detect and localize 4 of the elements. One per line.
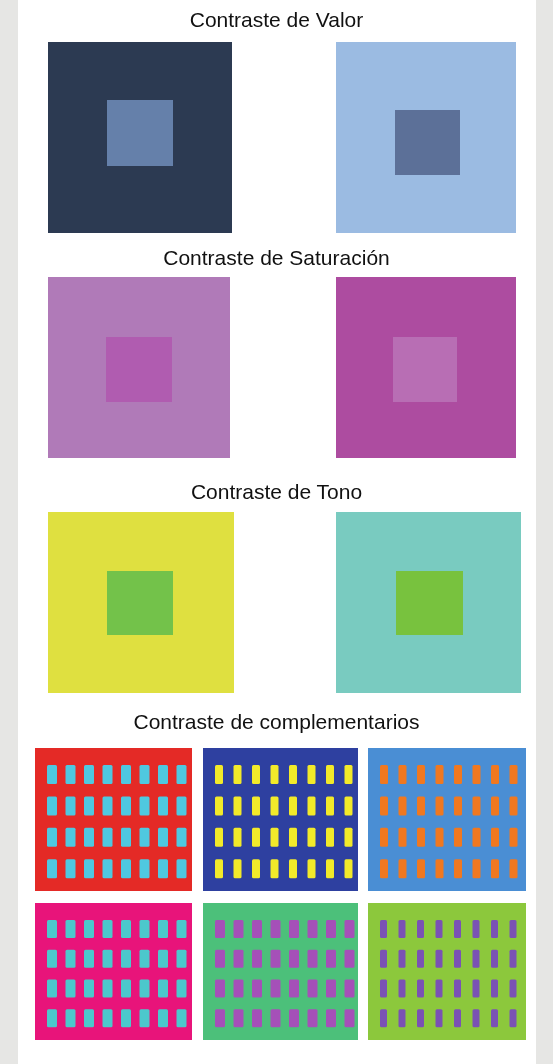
heading-text: Contraste de complementarios xyxy=(133,710,420,734)
heading-text: Contraste de Tono xyxy=(190,480,363,504)
heading-text: Contraste de Saturación xyxy=(163,246,390,270)
heading-text: Contraste de Valor xyxy=(189,8,364,32)
